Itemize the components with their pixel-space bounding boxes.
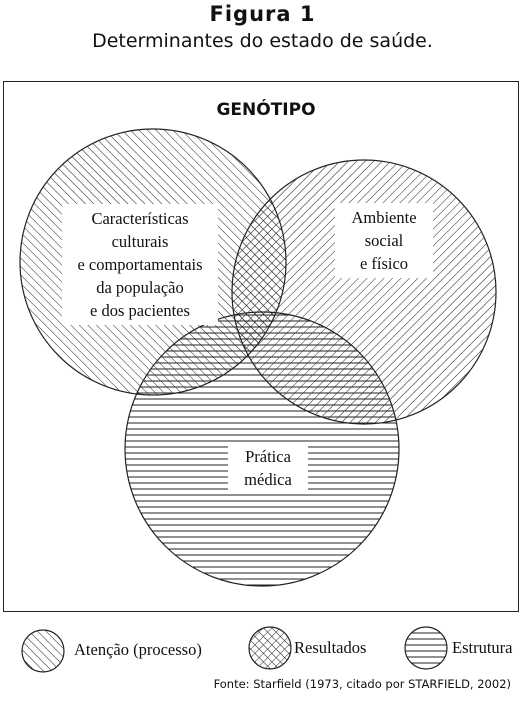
overlap-environment-medical <box>232 312 399 424</box>
diagram-frame <box>3 81 519 612</box>
legend-label-process: Atenção (processo) <box>74 640 202 659</box>
legend-label-results: Resultados <box>294 638 367 657</box>
figure-title: Figura 1 <box>209 2 316 26</box>
label-medical: Prática médica <box>228 442 308 494</box>
label-environment: Ambiente social e físico <box>335 203 433 278</box>
source-note: Fonte: Starfield (1973, citado por STARF… <box>213 677 511 691</box>
genotype-label: GENÓTIPO <box>216 100 316 120</box>
legend-swatch-diagonal <box>21 629 65 673</box>
legend-label-structure: Estrutura <box>452 638 513 657</box>
overlap-cultural-medical <box>125 312 286 395</box>
label-cultural: Características culturais e comportament… <box>62 204 218 325</box>
figure-subtitle: Determinantes do estado de saúde. <box>92 30 433 52</box>
legend-swatch-crosshatch <box>248 626 292 670</box>
legend-swatch-horizontal <box>404 626 448 670</box>
